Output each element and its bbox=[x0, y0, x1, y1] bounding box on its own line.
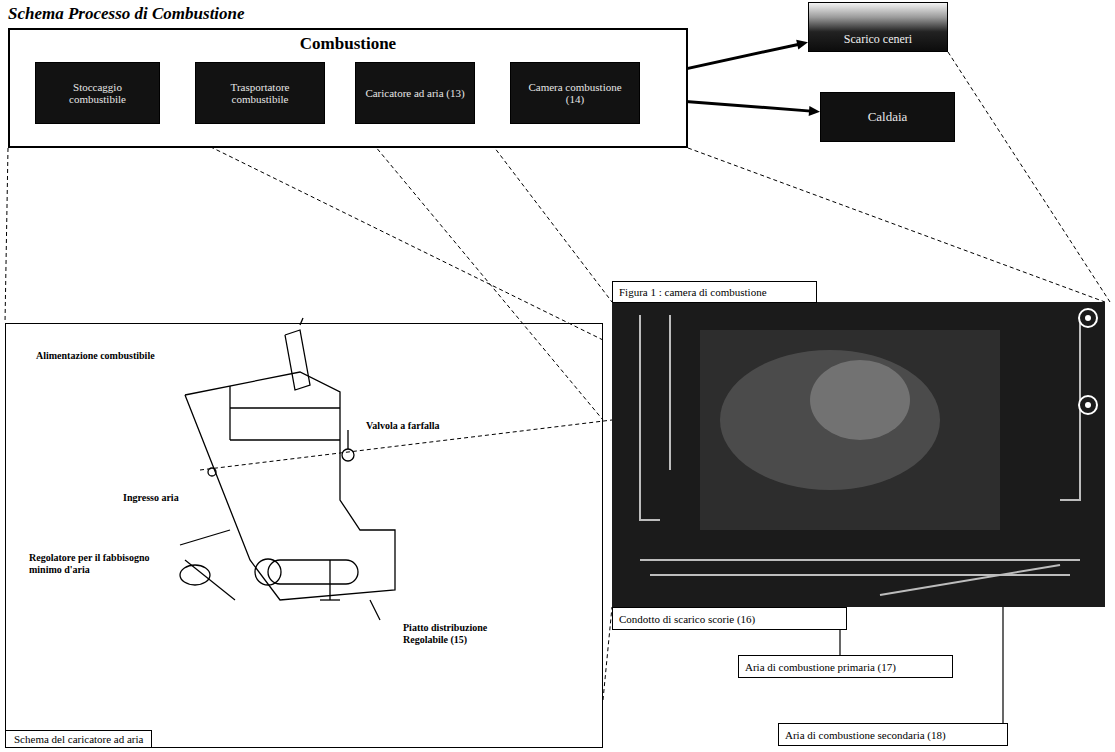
arrow-head bbox=[809, 106, 820, 116]
output-box: Caldaia bbox=[820, 92, 955, 142]
node-text: Camera combustione (14) bbox=[519, 81, 631, 105]
node-text: Aria di combustione primaria (17) bbox=[745, 661, 896, 673]
node-text: Scarico ceneri bbox=[844, 32, 912, 47]
dashed-leaders bbox=[5, 52, 1110, 700]
air-loader-drawing bbox=[180, 318, 395, 620]
process-group: CombustioneStoccaggio combustibile Traspo… bbox=[8, 28, 688, 148]
part-label: Alimentazione combustibile bbox=[35, 350, 156, 362]
node-text: Trasportatore combustibile bbox=[204, 81, 316, 105]
part-label: Piatto distribuzione Regolabile (15) bbox=[402, 622, 519, 645]
process-box: Stoccaggio combustibile bbox=[35, 62, 160, 124]
node-text: Condotto di scarico scorie (16) bbox=[619, 613, 755, 625]
figure-label: Figura 1 : camera di combustione bbox=[612, 281, 817, 303]
output-box: Scarico ceneri bbox=[808, 2, 948, 52]
node-text: Stoccaggio combustibile bbox=[44, 81, 151, 105]
callout-box: Aria di combustione primaria (17) bbox=[738, 655, 953, 678]
arrow-head bbox=[796, 40, 808, 50]
node-text: Caldaia bbox=[868, 109, 908, 125]
drawing-panel: Schema del caricatore ad aria bbox=[5, 323, 603, 748]
diagram-title: Schema Processo di Combustione bbox=[8, 4, 245, 24]
process-box: Trasportatore combustibile bbox=[195, 62, 325, 124]
part-label: Regolatore per il fabbisogno minimo d'ar… bbox=[28, 552, 170, 575]
node-text: Caricatore ad aria (13) bbox=[365, 87, 464, 99]
callout-box: Condotto di scarico scorie (16) bbox=[612, 607, 847, 630]
process-box: Caricatore ad aria (13) bbox=[355, 62, 475, 124]
group-heading: Combustione bbox=[10, 34, 686, 54]
node-text: Aria di combustione secondaria (18) bbox=[785, 729, 946, 741]
node-text: Schema del caricatore ad aria bbox=[5, 730, 152, 748]
process-box: Camera combustione (14) bbox=[510, 62, 640, 124]
combustion-chamber-photo bbox=[612, 302, 1105, 607]
part-label: Valvola a farfalla bbox=[365, 420, 441, 432]
part-label: Ingresso aria bbox=[122, 492, 180, 504]
node-text: Figura 1 : camera di combustione bbox=[619, 286, 767, 298]
callout-box: Aria di combustione secondaria (18) bbox=[778, 723, 1008, 746]
